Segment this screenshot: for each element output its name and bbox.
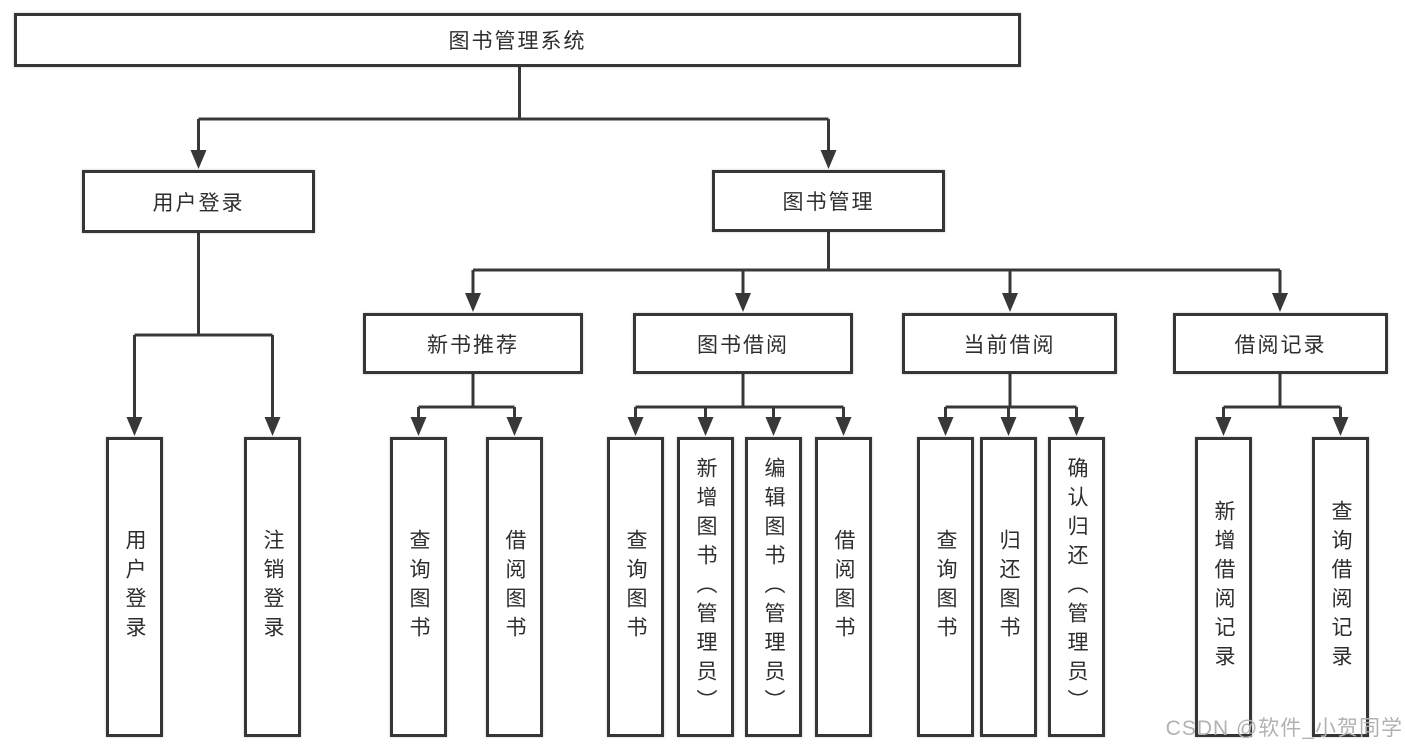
node-book-borrow-label: 图书借阅: [697, 333, 789, 357]
leaf-label: 归还图书: [997, 529, 1020, 645]
leaf-label: 用户登录: [123, 529, 146, 645]
leaf-label: 查询图书: [624, 529, 647, 645]
leaf-borrow-books-1: 借阅图书: [486, 437, 543, 737]
leaf-label: 借阅图书: [832, 529, 855, 645]
leaf-label: 借阅图书: [503, 529, 526, 645]
leaf-label: 查询借阅记录: [1329, 500, 1352, 674]
node-user-login-label: 用户登录: [152, 191, 245, 215]
leaf-return-books: 归还图书: [980, 437, 1037, 737]
leaf-add-borrow-record: 新增借阅记录: [1195, 437, 1252, 737]
node-book-management: 图书管理: [712, 170, 945, 232]
leaf-logout: 注销登录: [244, 437, 301, 737]
leaf-label: 查询图书: [407, 529, 430, 645]
node-user-login: 用户登录: [82, 170, 315, 233]
leaf-edit-books-admin: 编辑图书（管理员）: [745, 437, 802, 737]
leaf-borrow-books-2: 借阅图书: [815, 437, 872, 737]
leaf-user-login: 用户登录: [106, 437, 163, 737]
leaf-label: 新增借阅记录: [1212, 500, 1235, 674]
leaf-query-books-1: 查询图书: [390, 437, 447, 737]
node-borrow-records-label: 借阅记录: [1234, 333, 1327, 357]
arrowheads: [126, 150, 1349, 436]
leaf-label: 注销登录: [261, 529, 284, 645]
leaf-query-borrow-record: 查询借阅记录: [1312, 437, 1369, 737]
leaf-query-books-2: 查询图书: [607, 437, 664, 737]
node-new-book-recommend-label: 新书推荐: [427, 333, 519, 357]
node-book-borrow: 图书借阅: [633, 313, 853, 374]
leaf-label: 确认归还（管理员）: [1065, 456, 1088, 718]
node-current-borrow-label: 当前借阅: [963, 333, 1056, 357]
leaf-add-books-admin: 新增图书（管理员）: [677, 437, 734, 737]
node-borrow-records: 借阅记录: [1173, 313, 1388, 374]
leaf-query-books-3: 查询图书: [917, 437, 974, 737]
node-book-management-label: 图书管理: [782, 191, 875, 214]
node-current-borrow: 当前借阅: [902, 313, 1117, 374]
leaf-label: 查询图书: [934, 529, 957, 645]
node-new-book-recommend: 新书推荐: [363, 313, 583, 374]
leaf-confirm-return-admin: 确认归还（管理员）: [1048, 437, 1105, 737]
leaf-label: 新增图书（管理员）: [694, 456, 717, 718]
node-root: 图书管理系统: [14, 13, 1021, 67]
node-root-label: 图书管理系统: [448, 30, 587, 53]
leaf-label: 编辑图书（管理员）: [762, 456, 785, 718]
csdn-watermark: CSDN @软件_小贺同学: [1165, 717, 1403, 740]
